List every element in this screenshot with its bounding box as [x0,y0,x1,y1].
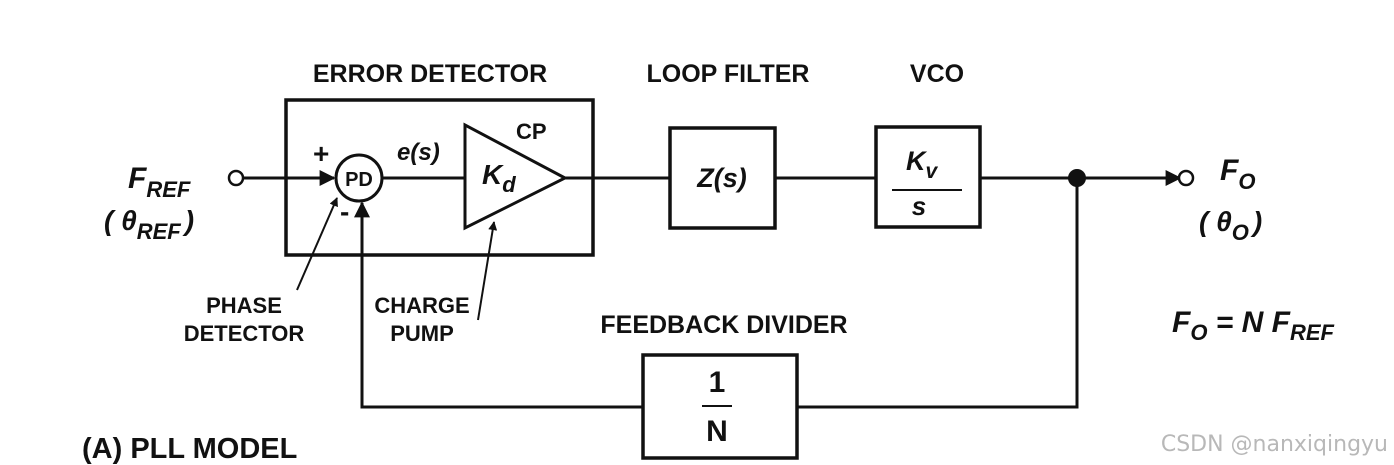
feedback-wire-left [354,201,643,409]
divider-denominator: N [706,415,728,448]
charge-pump-tag: CP [516,119,547,144]
divider-numerator: 1 [709,366,726,399]
loop-filter-text: Z(s) [696,163,747,193]
phase-detector-pointer [296,197,338,291]
input-terminal [227,169,245,187]
output-label: FO [1220,154,1255,194]
charge-pump-pointer [477,221,498,321]
input-label: FREF [128,162,191,202]
error-detector-label: ERROR DETECTOR [313,60,547,88]
output-phase-label: ( θO) [1199,206,1262,245]
charge-pump-triangle [463,122,569,231]
feedback-wire-right [797,178,1079,409]
error-signal-label: e(s) [397,139,440,166]
frequency-equation: FO = N FREF [1172,306,1335,345]
loop-filter-label: LOOP FILTER [647,60,810,88]
input-phase-label: ( θREF) [104,205,194,244]
output-terminal [1177,169,1195,187]
loop-filter-block [668,126,777,230]
plus-sign: + [313,138,329,169]
vco-numerator: Kv [906,146,939,183]
vco-label: VCO [910,60,964,88]
watermark: CSDN @nanxiqingyu [1161,432,1388,457]
vco-denominator: s [912,191,926,221]
phase-detector-text: PD [345,169,373,191]
charge-pump-gain: Kd [482,159,516,197]
minus-sign: - [340,196,349,227]
feedback-divider-label: FEEDBACK DIVIDER [600,311,847,339]
figure-caption: (A) PLL MODEL [82,433,297,465]
